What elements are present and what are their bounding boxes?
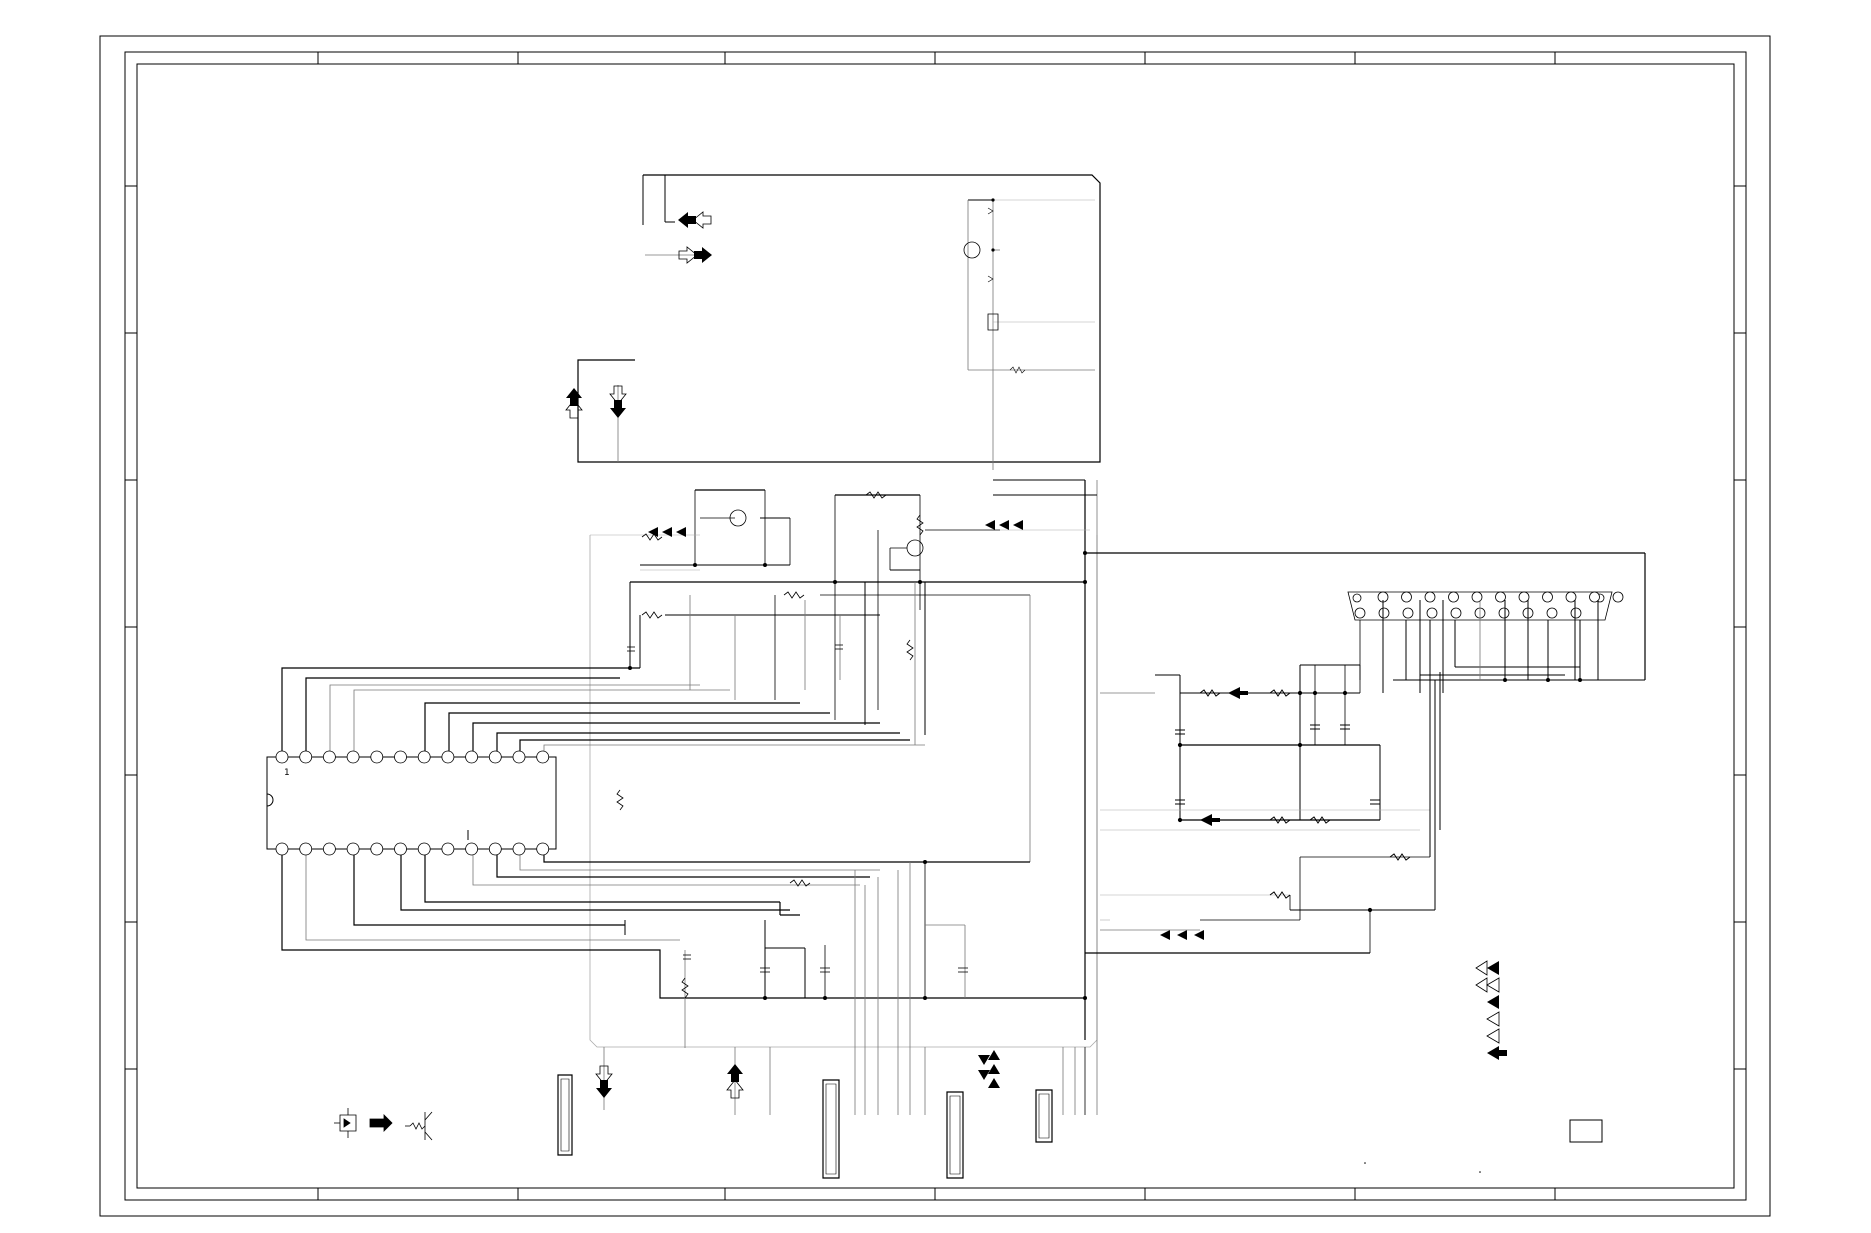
ic-pin (513, 751, 525, 763)
ic-pin (489, 751, 501, 763)
ic-pin (371, 843, 383, 855)
ic-pin (442, 843, 454, 855)
connector-pin (1379, 608, 1389, 618)
ic-pin (466, 843, 478, 855)
board-components (617, 492, 1087, 1000)
power-arrows (566, 212, 712, 418)
connector-pin (1571, 608, 1581, 618)
pin-headers (558, 1075, 1052, 1178)
power-section (578, 175, 1100, 470)
connector-pin (1499, 608, 1509, 618)
ic-pin (347, 843, 359, 855)
ic-dip (267, 751, 556, 855)
ic-pin (323, 751, 335, 763)
title-block (1570, 1120, 1602, 1142)
ic-pin (466, 751, 478, 763)
ic-pin (442, 751, 454, 763)
legend-arrows (1476, 961, 1507, 1060)
main-board (590, 480, 1645, 1115)
ic-pin (300, 751, 312, 763)
connector-pin (1566, 592, 1576, 602)
mark-dot (1364, 1162, 1366, 1164)
mark-dot (1479, 1171, 1481, 1173)
connector-pin (1543, 592, 1553, 602)
ic-pin1-label: 1 (284, 768, 290, 778)
connector-pin (1519, 592, 1529, 602)
connector-pin (1590, 592, 1600, 602)
ic-pin (276, 751, 288, 763)
ic-pin (347, 751, 359, 763)
ic-pin (537, 843, 549, 855)
ic-top-wires (282, 668, 925, 757)
right-signal-block (1085, 665, 1435, 953)
connector-pin (1425, 592, 1435, 602)
connector-pin (1472, 592, 1482, 602)
ic-pin (418, 751, 430, 763)
d-sub-connector (1348, 592, 1645, 910)
connector-pin (1547, 608, 1557, 618)
connector-pin (1402, 592, 1412, 602)
ic-pin (395, 843, 407, 855)
ic-pin (300, 843, 312, 855)
ic-pin (276, 843, 288, 855)
bottom-arrows (596, 1050, 1000, 1098)
ic-pin (537, 751, 549, 763)
connector-pin (1613, 592, 1623, 602)
ic-pin (513, 843, 525, 855)
connector-pin (1496, 592, 1506, 602)
connector-pin (1427, 608, 1437, 618)
ic-pin (323, 843, 335, 855)
connector-pin (1451, 608, 1461, 618)
connector-pin (1355, 608, 1365, 618)
ic-pin (489, 843, 501, 855)
ic-pin (418, 843, 430, 855)
transistor-network (590, 490, 1090, 862)
ic-bottom-wires (282, 849, 1085, 1048)
frame (100, 36, 1770, 1216)
ic-pin (395, 751, 407, 763)
bottom-signal-drops (604, 862, 1085, 1115)
frame-zone-ticks (125, 52, 1746, 1200)
ic-pin (371, 751, 383, 763)
connector-pin (1403, 608, 1413, 618)
transistor-legend (334, 1108, 432, 1140)
connector-pin (1449, 592, 1459, 602)
